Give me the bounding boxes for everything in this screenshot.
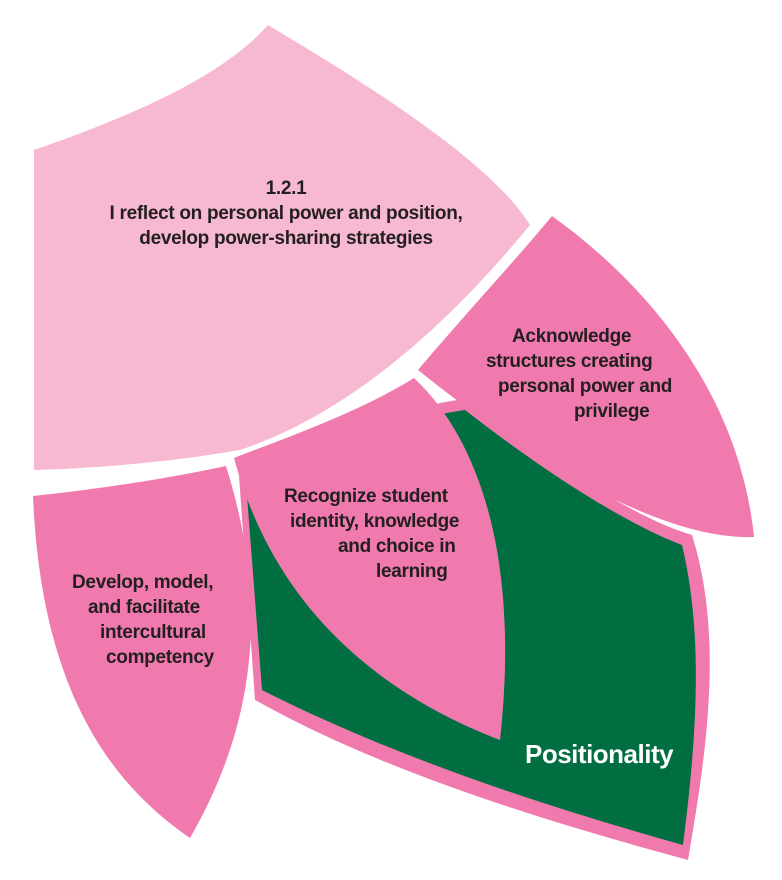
left-petal-line-4: competency [106,647,214,668]
left-petal-line-3: intercultural [100,622,206,643]
middle-petal-label: Recognize student identity, knowledge an… [280,484,500,584]
left-petal-line-2: and facilitate [88,597,200,618]
positionality-title: Positionality [525,739,674,769]
right-petal-line-1: Acknowledge [512,326,632,347]
middle-petal-line-3: and choice in [338,536,456,557]
left-petal-label: Develop, model, and facilitate intercult… [70,570,240,670]
top-petal-number: 1.2.1 [265,178,307,199]
left-petal-line-1: Develop, model, [72,572,214,593]
right-petal-label: Acknowledge structures creating personal… [470,324,700,424]
right-petal-line-3: personal power and [498,376,673,397]
middle-petal [234,378,506,740]
right-petal [418,216,754,538]
middle-petal-line-2: identity, knowledge [290,511,460,532]
top-petal-line-1: I reflect on personal power and position… [109,203,463,224]
middle-petal-line-4: learning [376,561,448,582]
top-petal-label: 1.2.1 I reflect on personal power and po… [76,176,496,251]
right-petal-line-4: privilege [574,401,650,422]
top-petal-line-2: develop power-sharing strategies [139,228,433,249]
top-petal [34,25,530,470]
middle-petal-line-1: Recognize student [284,486,448,507]
right-petal-line-2: structures creating [486,351,653,372]
left-petal [33,466,252,838]
